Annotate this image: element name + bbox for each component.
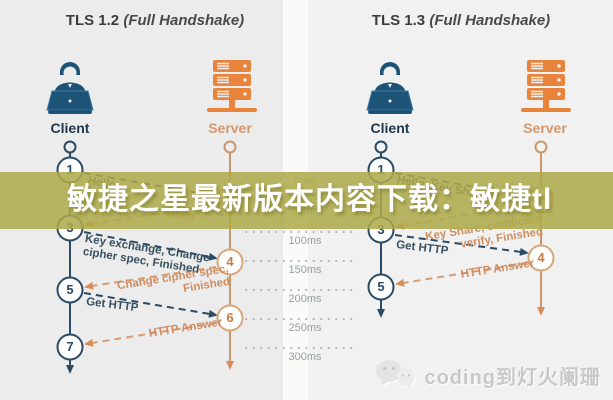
watermark-text: coding到灯火阑珊 [424,366,601,389]
server-icon [207,60,257,112]
step-number: 3 [377,222,385,237]
timeline-label: 150ms [288,264,322,276]
client-label: Client [50,120,90,136]
server-label: Server [523,120,567,136]
step-number: 4 [537,250,545,265]
server-label: Server [208,120,252,136]
title-version: TLS 1.2 [65,12,120,29]
timeline-label: 100ms [288,235,322,247]
watermark: coding到灯火阑珊 [374,358,601,392]
timeline-label: 200ms [288,293,322,305]
panel-title-tls12: TLS 1.2 (Full Handshake) [35,12,275,29]
step-number: 6 [226,310,234,325]
server-icon [521,60,571,112]
timeline-label: 300ms [288,351,322,363]
wechat-icon [376,360,416,389]
panel-title-tls13: TLS 1.3 (Full Handshake) [341,12,581,29]
timeline-label: 250ms [288,322,322,334]
overlay-banner: 敏捷之星最新版本内容下载：敏捷tl [0,172,613,229]
title-version: TLS 1.3 [371,12,426,29]
step-number: 1 [66,162,74,177]
title-suffix: (Full Handshake) [429,12,551,29]
step-number: 5 [66,282,74,297]
step-number: 5 [377,279,385,294]
title-suffix: (Full Handshake) [123,12,245,29]
step-number: 4 [226,254,234,269]
step-number: 1 [377,162,385,177]
step-number: 7 [66,339,74,354]
overlay-banner-text: 敏捷之星最新版本内容下载：敏捷tl [67,183,553,216]
client-label: Client [370,120,410,136]
client-icon [46,62,94,114]
client-icon [366,62,414,114]
